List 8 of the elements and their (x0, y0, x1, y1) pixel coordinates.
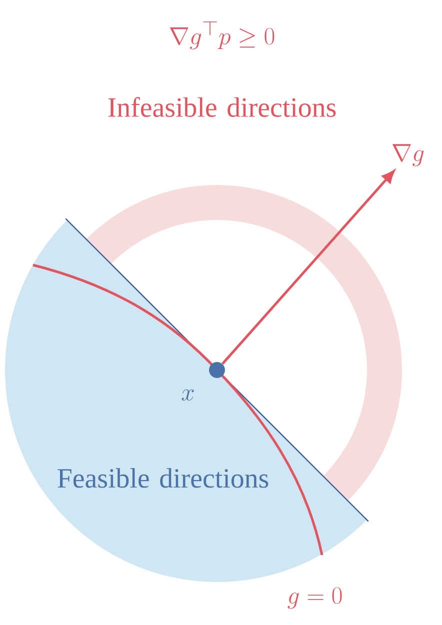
point-dot (209, 362, 225, 378)
gradient-arrow (222, 170, 394, 365)
region-label: Feasible directions (58, 468, 268, 488)
formula-label: $\nabla g^{\top} p \geq 0$ (170, 21, 274, 50)
curve-label: $g = 0$ (288, 587, 342, 609)
region-label: Infeasible directions (108, 97, 336, 117)
point-label: $x$ (182, 389, 194, 401)
gradient-label: $\nabla g$ (392, 144, 424, 166)
